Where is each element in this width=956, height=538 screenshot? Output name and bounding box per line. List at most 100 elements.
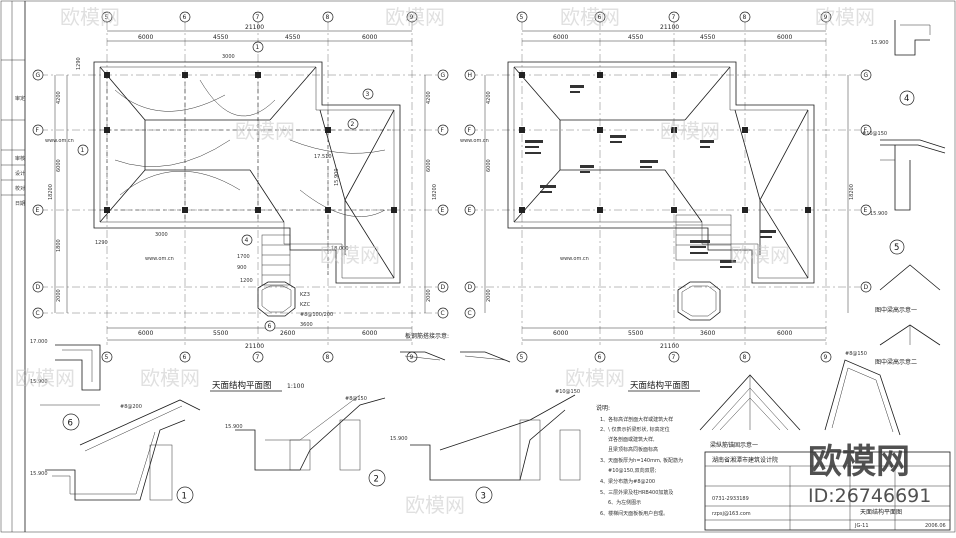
ridge-beam-sketch: 梁纵筋锚固示意一 #8@150: [699, 351, 901, 449]
tb-institute: 湖南省湘潭市建筑设计院: [712, 456, 778, 464]
lp-row-f-r: F: [441, 127, 445, 134]
lp-note-1290-b: 1290: [95, 240, 108, 246]
rp-row-f-r: F: [864, 127, 868, 134]
lp-note-rebar: #8@100/200: [300, 312, 333, 318]
svg-text:3: 3: [366, 91, 370, 98]
rp-row-h: H: [468, 72, 473, 79]
lp-col-8-b: 8: [326, 354, 330, 361]
lp-col-6: 6: [183, 14, 187, 21]
lp-note-kz3: KZ3: [300, 292, 310, 298]
left-plan-outline: 1 1 3 6 2 4: [77, 41, 401, 332]
rp-bot-d4: 6000: [777, 330, 792, 337]
rp-row-d: D: [468, 284, 473, 291]
lp-note-15900: 15.900: [334, 169, 340, 187]
rp-row-c: C: [468, 310, 472, 317]
rp-title: 天面结构平面图: [630, 380, 690, 391]
note-line-7: 4、梁分布筋为#8@200: [600, 478, 655, 485]
ridge-rebar: #8@150: [845, 351, 867, 357]
rp-row-g-r: G: [864, 72, 869, 79]
rp-col-9: 9: [824, 14, 828, 21]
lp-note-3000-a: 3000: [222, 54, 235, 60]
wm-brand-2: 欧模网: [235, 119, 295, 143]
wm-brand-6: 欧模网: [815, 5, 875, 29]
lp-bot-d3: 2600: [280, 330, 295, 337]
lp-note-17510: 17.510: [314, 154, 332, 160]
lp-row-c: C: [36, 310, 40, 317]
detail-rebar-a: #10@150: [862, 131, 887, 137]
rp-top-d3: 4550: [700, 34, 715, 41]
rp-col-6: 6: [598, 14, 602, 21]
watermarks: 欧模网 欧模网 欧模网 欧模网 欧模网 欧模网 欧模网 欧模网 欧模网 欧模网 …: [15, 5, 931, 517]
strip-label-4: 校对: [15, 185, 25, 192]
wm-brand-10: 欧模网: [15, 366, 75, 390]
lp-right-d2: 6000: [426, 159, 432, 172]
strip-label-5: 日期: [15, 201, 25, 207]
lp-left-overall: 18200: [48, 184, 54, 200]
rp-col-7-b: 7: [672, 354, 676, 361]
tb-email: rzpsj@163.com: [712, 511, 751, 517]
tb-date: 2006.06: [925, 523, 946, 529]
lp-col-8: 8: [326, 14, 330, 21]
wm-url-1: www.om.cn: [145, 256, 174, 262]
svg-text:1: 1: [81, 147, 85, 154]
right-plan: 5 6 7 8 9 5 6 7 8 9 H F E D C G F E D: [464, 11, 872, 392]
svg-text:4: 4: [245, 237, 249, 244]
wm-brand-3: 欧模网: [385, 5, 445, 29]
section-1: 15.900 #8@200 1: [30, 399, 201, 504]
lp-top-d4: 6000: [362, 34, 377, 41]
detail-num-1: 1: [182, 492, 187, 502]
wm-url-4: www.om.cn: [460, 138, 489, 144]
lp-top-overall: 21100: [245, 24, 264, 31]
rp-row-f: F: [468, 127, 472, 134]
wm-url-3: www.om.cn: [45, 138, 74, 144]
svg-text:1: 1: [256, 44, 260, 51]
wm-brand-8: 欧模网: [730, 243, 790, 267]
wm-brand-7: 欧模网: [320, 243, 380, 267]
note-line-3: 详各剖面或建筑大样,: [608, 436, 655, 443]
left-plan-top-dims: 21100 6000 4550 4550 6000: [107, 24, 412, 42]
note-line-6: #10@150,双向双层;: [608, 467, 657, 474]
svg-text:2: 2: [351, 121, 355, 128]
lp-col-5-b: 5: [105, 354, 109, 361]
left-plan-bottom-dims: 6000 5500 2600 6000 21100: [107, 327, 412, 350]
lp-col-7: 7: [256, 14, 260, 21]
rp-col-5: 5: [520, 14, 524, 21]
rp-side-d2: 6000: [486, 159, 492, 172]
rp-row-e-r: E: [864, 207, 868, 214]
left-plan-row-axes: G F E D C G F E D C: [32, 69, 450, 319]
tb-phone: 0731-2933189: [712, 496, 749, 502]
section-3: 15.900 #10@150 3: [390, 389, 581, 504]
left-plan-notes: 1290 1290 3000 3000 1700 17.510 15.900 1…: [76, 54, 349, 328]
right-plan-axes: 5 6 7 8 9 5 6 7 8 9 H F E D C G F E D: [464, 11, 872, 363]
rp-side-d3: 2000: [486, 289, 492, 302]
wm-big-brand: 欧模网: [808, 442, 910, 482]
strip-label-2: 审核: [15, 155, 25, 162]
lp-note-kzc: KZC: [300, 302, 311, 308]
elev-15900-d: 15.900: [30, 471, 48, 477]
rp-top-overall: 21100: [660, 24, 679, 31]
rp-top-d1: 6000: [553, 34, 568, 41]
lp-bot-d4: 6000: [362, 330, 377, 337]
lp-note-1290-a: 1290: [76, 57, 82, 70]
rp-col-7: 7: [672, 14, 676, 21]
lp-bot-d2: 5500: [213, 330, 228, 337]
detail-num-6: 6: [68, 419, 73, 429]
plate-lap-title: 板钢筋搭接示意:: [405, 332, 449, 340]
lp-col-9-b: 9: [410, 354, 414, 361]
lp-note-3000-b: 3000: [155, 232, 168, 238]
lp-col-5: 5: [105, 14, 109, 21]
section-2: 15.900 #8@150 2: [225, 394, 386, 487]
rp-col-5-b: 5: [520, 354, 524, 361]
detail-num-5: 5: [894, 243, 899, 253]
left-plan-title: 天面结构平面图 1:100: [210, 380, 304, 392]
lp-row-e-r: E: [441, 207, 445, 214]
lp-row-c-r: C: [441, 310, 445, 317]
tb-drawing-title: 天面结构平面图: [860, 508, 902, 516]
elev-15900-c: 15.900: [30, 379, 48, 385]
wm-url-2: www.om.cn: [560, 256, 589, 262]
wm-brand-1: 欧模网: [60, 5, 120, 29]
right-plan-outline: [507, 61, 815, 321]
lp-row-f: F: [36, 127, 40, 134]
lp-left-d3: 1800: [56, 239, 62, 252]
rp-row-d-r: D: [864, 284, 869, 291]
